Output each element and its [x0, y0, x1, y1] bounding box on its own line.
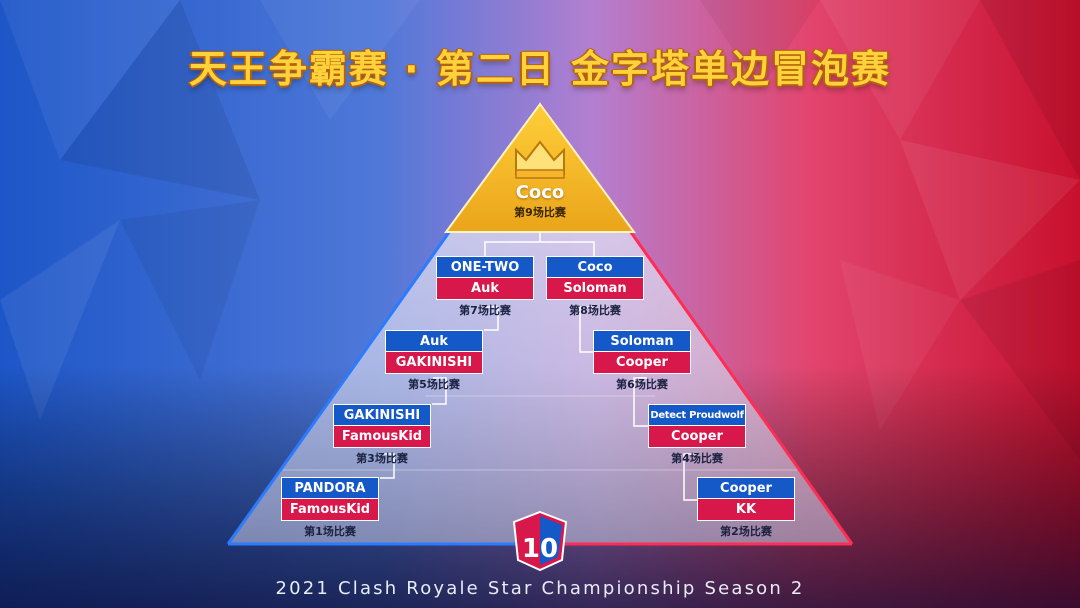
player-bottom: Cooper [593, 352, 691, 374]
player-top: Soloman [593, 330, 691, 352]
champion-block: Coco 第9场比赛 [460, 182, 620, 220]
match-label: 第6场比赛 [616, 378, 668, 391]
logo-text: 10 [522, 534, 558, 564]
match-label: 第4场比赛 [671, 452, 723, 465]
player-bottom: GAKINISHI [385, 352, 483, 374]
match-card-3: GAKINISHI FamousKid 第3场比赛 [333, 404, 431, 466]
footer-caption: 2021 Clash Royale Star Championship Seas… [275, 578, 805, 599]
player-top: ONE-TWO [436, 256, 534, 278]
match-card-4: Detect Proudwolf Cooper 第4场比赛 [648, 404, 746, 466]
match-card-8: Coco Soloman 第8场比赛 [546, 256, 644, 318]
match-label: 第2场比赛 [720, 525, 772, 538]
match-card-2: Cooper KK 第2场比赛 [697, 477, 795, 539]
match-label: 第1场比赛 [304, 525, 356, 538]
player-top: GAKINISHI [333, 404, 431, 426]
player-bottom: Auk [436, 278, 534, 300]
bracket-connectors [380, 232, 699, 501]
player-top: Detect Proudwolf [648, 404, 746, 426]
match-label: 第5场比赛 [408, 378, 460, 391]
player-bottom: FamousKid [333, 426, 431, 448]
player-top: PANDORA [281, 477, 379, 499]
player-bottom: FamousKid [281, 499, 379, 521]
champion-name: Coco [515, 182, 565, 203]
player-bottom: KK [697, 499, 795, 521]
match-label: 第3场比赛 [356, 452, 408, 465]
player-top: Cooper [697, 477, 795, 499]
match-card-6: Soloman Cooper 第6场比赛 [593, 330, 691, 392]
page-title: 天王争霸赛 · 第二日 金字塔单边冒泡赛 [188, 47, 892, 91]
match-label: 第8场比赛 [569, 304, 621, 317]
csr-logo-icon: 10 [512, 510, 568, 572]
match-card-7: ONE-TWO Auk 第7场比赛 [436, 256, 534, 318]
match-card-1: PANDORA FamousKid 第1场比赛 [281, 477, 379, 539]
player-top: Coco [546, 256, 644, 278]
champion-match-label: 第9场比赛 [514, 206, 566, 219]
player-top: Auk [385, 330, 483, 352]
player-bottom: Cooper [648, 426, 746, 448]
player-bottom: Soloman [546, 278, 644, 300]
crown-icon [515, 140, 565, 179]
match-card-5: Auk GAKINISHI 第5场比赛 [385, 330, 483, 392]
match-label: 第7场比赛 [459, 304, 511, 317]
